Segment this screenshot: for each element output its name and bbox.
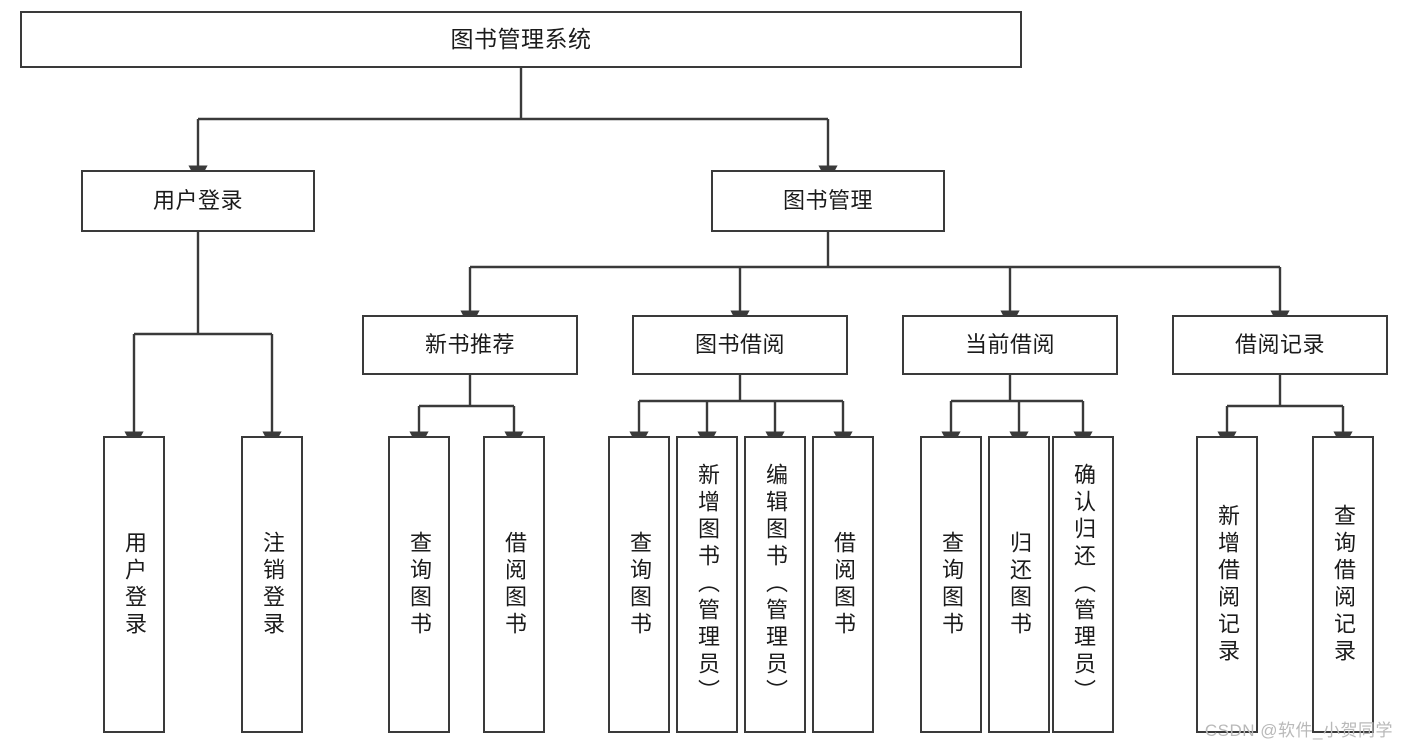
node-label-leaf-query-rec: 查询借阅记录 [1331,503,1356,666]
node-current-borrow[interactable]: 当前借阅 [902,315,1118,375]
node-label-leaf-add-book: 新增图书（管理员） [695,463,720,706]
node-label-book-borrow: 图书借阅 [694,332,785,358]
node-book-manage[interactable]: 图书管理 [711,170,945,232]
node-new-book-rec[interactable]: 新书推荐 [362,315,578,375]
node-label-leaf-borrow-1: 借阅图书 [502,530,527,639]
node-leaf-add-rec[interactable]: 新增借阅记录 [1196,436,1258,733]
node-label-leaf-confirm: 确认归还（管理员） [1071,463,1096,706]
node-label-leaf-query-2: 查询图书 [627,530,652,639]
edges-group [124,68,1353,450]
node-label-leaf-borrow-2: 借阅图书 [831,530,856,639]
node-label-borrow-record: 借阅记录 [1234,332,1325,358]
node-leaf-query-1[interactable]: 查询图书 [388,436,450,733]
node-leaf-add-book[interactable]: 新增图书（管理员） [676,436,738,733]
node-label-leaf-query-1: 查询图书 [407,530,432,639]
node-leaf-query-2[interactable]: 查询图书 [608,436,670,733]
node-leaf-return[interactable]: 归还图书 [988,436,1050,733]
node-book-borrow[interactable]: 图书借阅 [632,315,848,375]
node-label-new-book-rec: 新书推荐 [424,332,515,358]
node-borrow-record[interactable]: 借阅记录 [1172,315,1388,375]
node-leaf-edit-book[interactable]: 编辑图书（管理员） [744,436,806,733]
watermark: CSDN @软件_小贺同学 [1204,721,1393,740]
node-leaf-confirm[interactable]: 确认归还（管理员） [1052,436,1114,733]
node-label-user-login: 用户登录 [152,188,243,214]
node-label-current-borrow: 当前借阅 [964,332,1055,358]
node-user-login[interactable]: 用户登录 [81,170,315,232]
node-label-root: 图书管理系统 [450,25,592,52]
node-label-leaf-add-rec: 新增借阅记录 [1215,503,1240,666]
node-root[interactable]: 图书管理系统 [20,11,1022,68]
node-label-leaf-return: 归还图书 [1007,530,1032,639]
node-leaf-borrow-2[interactable]: 借阅图书 [812,436,874,733]
node-label-leaf-logout: 注销登录 [260,530,285,639]
node-leaf-query-rec[interactable]: 查询借阅记录 [1312,436,1374,733]
node-leaf-user-login[interactable]: 用户登录 [103,436,165,733]
node-label-leaf-user-login: 用户登录 [122,530,147,639]
node-leaf-logout[interactable]: 注销登录 [241,436,303,733]
node-label-leaf-query-3: 查询图书 [939,530,964,639]
node-label-leaf-edit-book: 编辑图书（管理员） [763,463,788,706]
node-label-book-manage: 图书管理 [782,188,873,214]
node-leaf-query-3[interactable]: 查询图书 [920,436,982,733]
node-leaf-borrow-1[interactable]: 借阅图书 [483,436,545,733]
